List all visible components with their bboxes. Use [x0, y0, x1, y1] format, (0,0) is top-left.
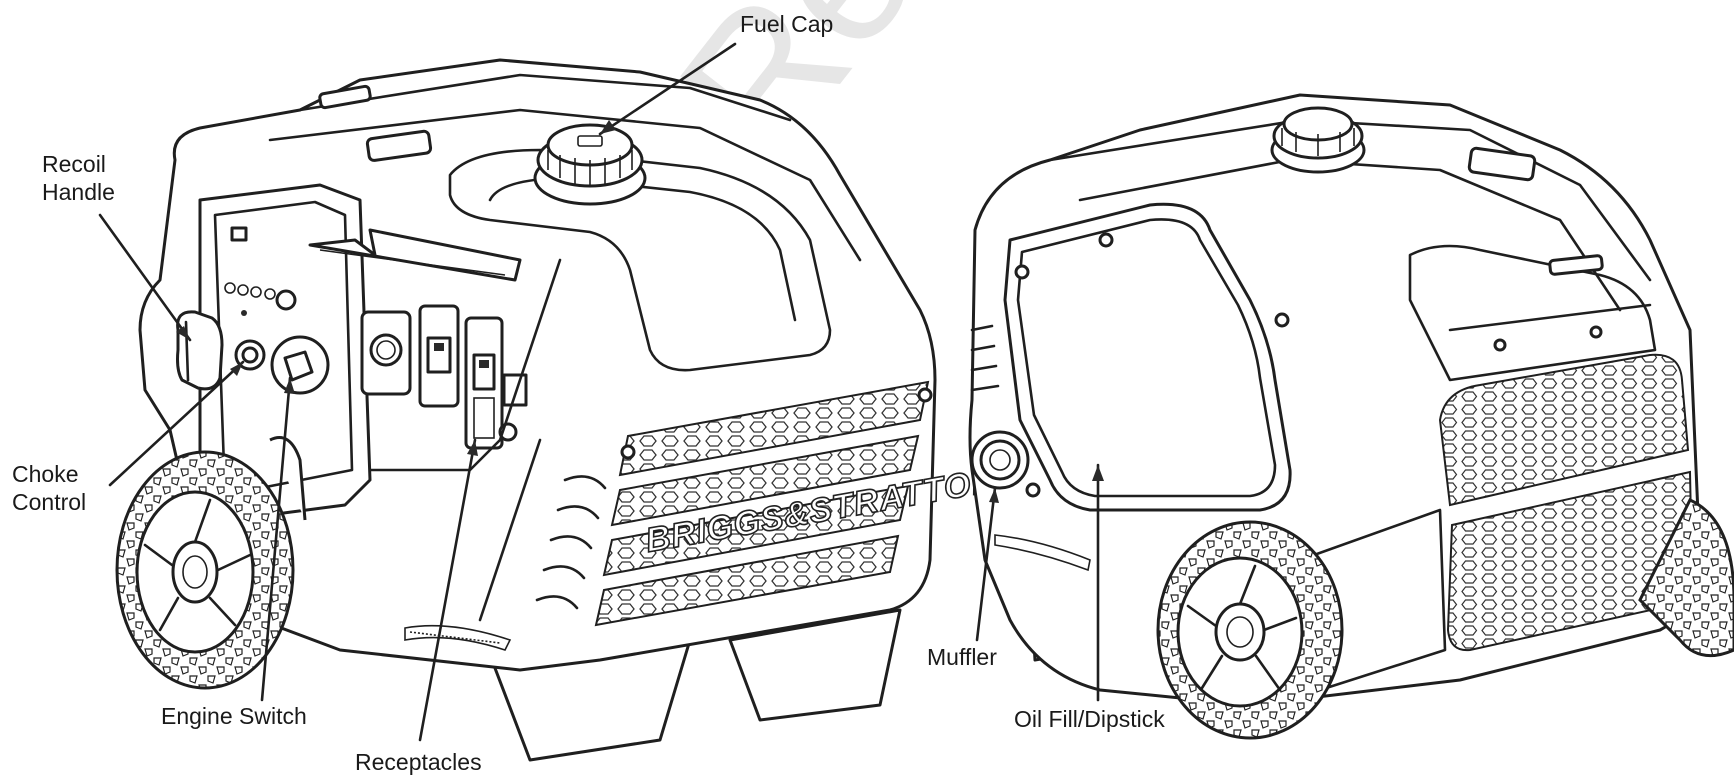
- control-panel-inner: [213, 200, 354, 497]
- callout-labels: Fuel Cap Recoil Handle Choke Control Eng…: [12, 11, 1165, 775]
- front-wheel: [115, 450, 295, 690]
- indicator-leds: [224, 282, 297, 316]
- leader-lines: [98, 42, 1104, 742]
- arrow-engine-switch: [284, 378, 295, 394]
- rear-base-vent: [994, 534, 1091, 572]
- oil-access-panel-inner: [1016, 218, 1277, 498]
- receptacle-cover: [308, 228, 522, 282]
- rear-wheel-far: [1638, 498, 1734, 658]
- arrow-muffler: [989, 488, 999, 503]
- front-foot-right: [728, 608, 902, 722]
- label-recoil-handle-line1: Recoil: [42, 151, 106, 177]
- engine-switch: [270, 335, 330, 395]
- oil-access-panel: [1003, 202, 1292, 512]
- front-fender: [269, 436, 307, 521]
- front-panel-edge: [368, 258, 562, 472]
- label-choke-control-line1: Choke: [12, 461, 78, 487]
- leader-receptacles: [418, 438, 477, 742]
- rear-wheel: [1156, 520, 1344, 740]
- arrow-oil-fill: [1092, 465, 1104, 481]
- label-receptacles: Receptacles: [355, 749, 482, 775]
- front-side-vents: [535, 475, 607, 610]
- arrow-choke-control: [230, 362, 243, 376]
- front-top-ridge-2: [268, 108, 862, 262]
- rear-handle-recess: [1408, 244, 1657, 382]
- leader-choke-control: [108, 360, 245, 487]
- arrow-receptacles: [467, 440, 478, 456]
- arrow-fuel-cap: [600, 120, 616, 134]
- label-oil-fill-dipstick: Oil Fill/Dipstick: [1014, 706, 1165, 732]
- indicator-light: [230, 226, 248, 242]
- front-top-ridge: [298, 73, 792, 122]
- generator-rear-view: [968, 93, 1734, 740]
- label-engine-switch: Engine Switch: [161, 703, 307, 729]
- muffler: [970, 430, 1030, 490]
- label-choke-control-line2: Control: [12, 489, 86, 515]
- rear-grille: [1438, 353, 1694, 652]
- rear-latch: [1467, 146, 1537, 182]
- label-muffler: Muffler: [927, 644, 997, 670]
- front-handle-grip: [318, 84, 372, 110]
- receptacles: [308, 228, 528, 450]
- front-panel-seam: [478, 438, 542, 622]
- leader-recoil-handle: [98, 213, 192, 342]
- generator-front-view: BRIGGS&STRATTON: [115, 58, 1001, 762]
- rear-side-vents: [970, 324, 1000, 392]
- rear-fuel-cap: [1270, 106, 1366, 174]
- recoil-handle: [176, 310, 224, 391]
- rear-top-ridge-2: [1078, 158, 1622, 312]
- front-latch: [365, 129, 433, 162]
- front-base-vent: [404, 624, 512, 651]
- leader-muffler: [975, 486, 997, 642]
- breaker-switch: [502, 373, 528, 407]
- arrow-recoil-handle: [176, 326, 190, 340]
- fuel-cap: [533, 123, 647, 206]
- label-fuel-cap: Fuel Cap: [740, 11, 833, 37]
- label-recoil-handle-line2: Handle: [42, 179, 115, 205]
- rear-handle-grip: [1548, 254, 1604, 276]
- front-top-cover-inner: [488, 176, 797, 322]
- leader-fuel-cap: [598, 42, 737, 136]
- rear-top-ridge: [1048, 118, 1652, 282]
- rear-panel-edge: [1298, 508, 1447, 692]
- rear-handle-bar: [1448, 303, 1652, 332]
- leader-engine-switch: [260, 376, 292, 702]
